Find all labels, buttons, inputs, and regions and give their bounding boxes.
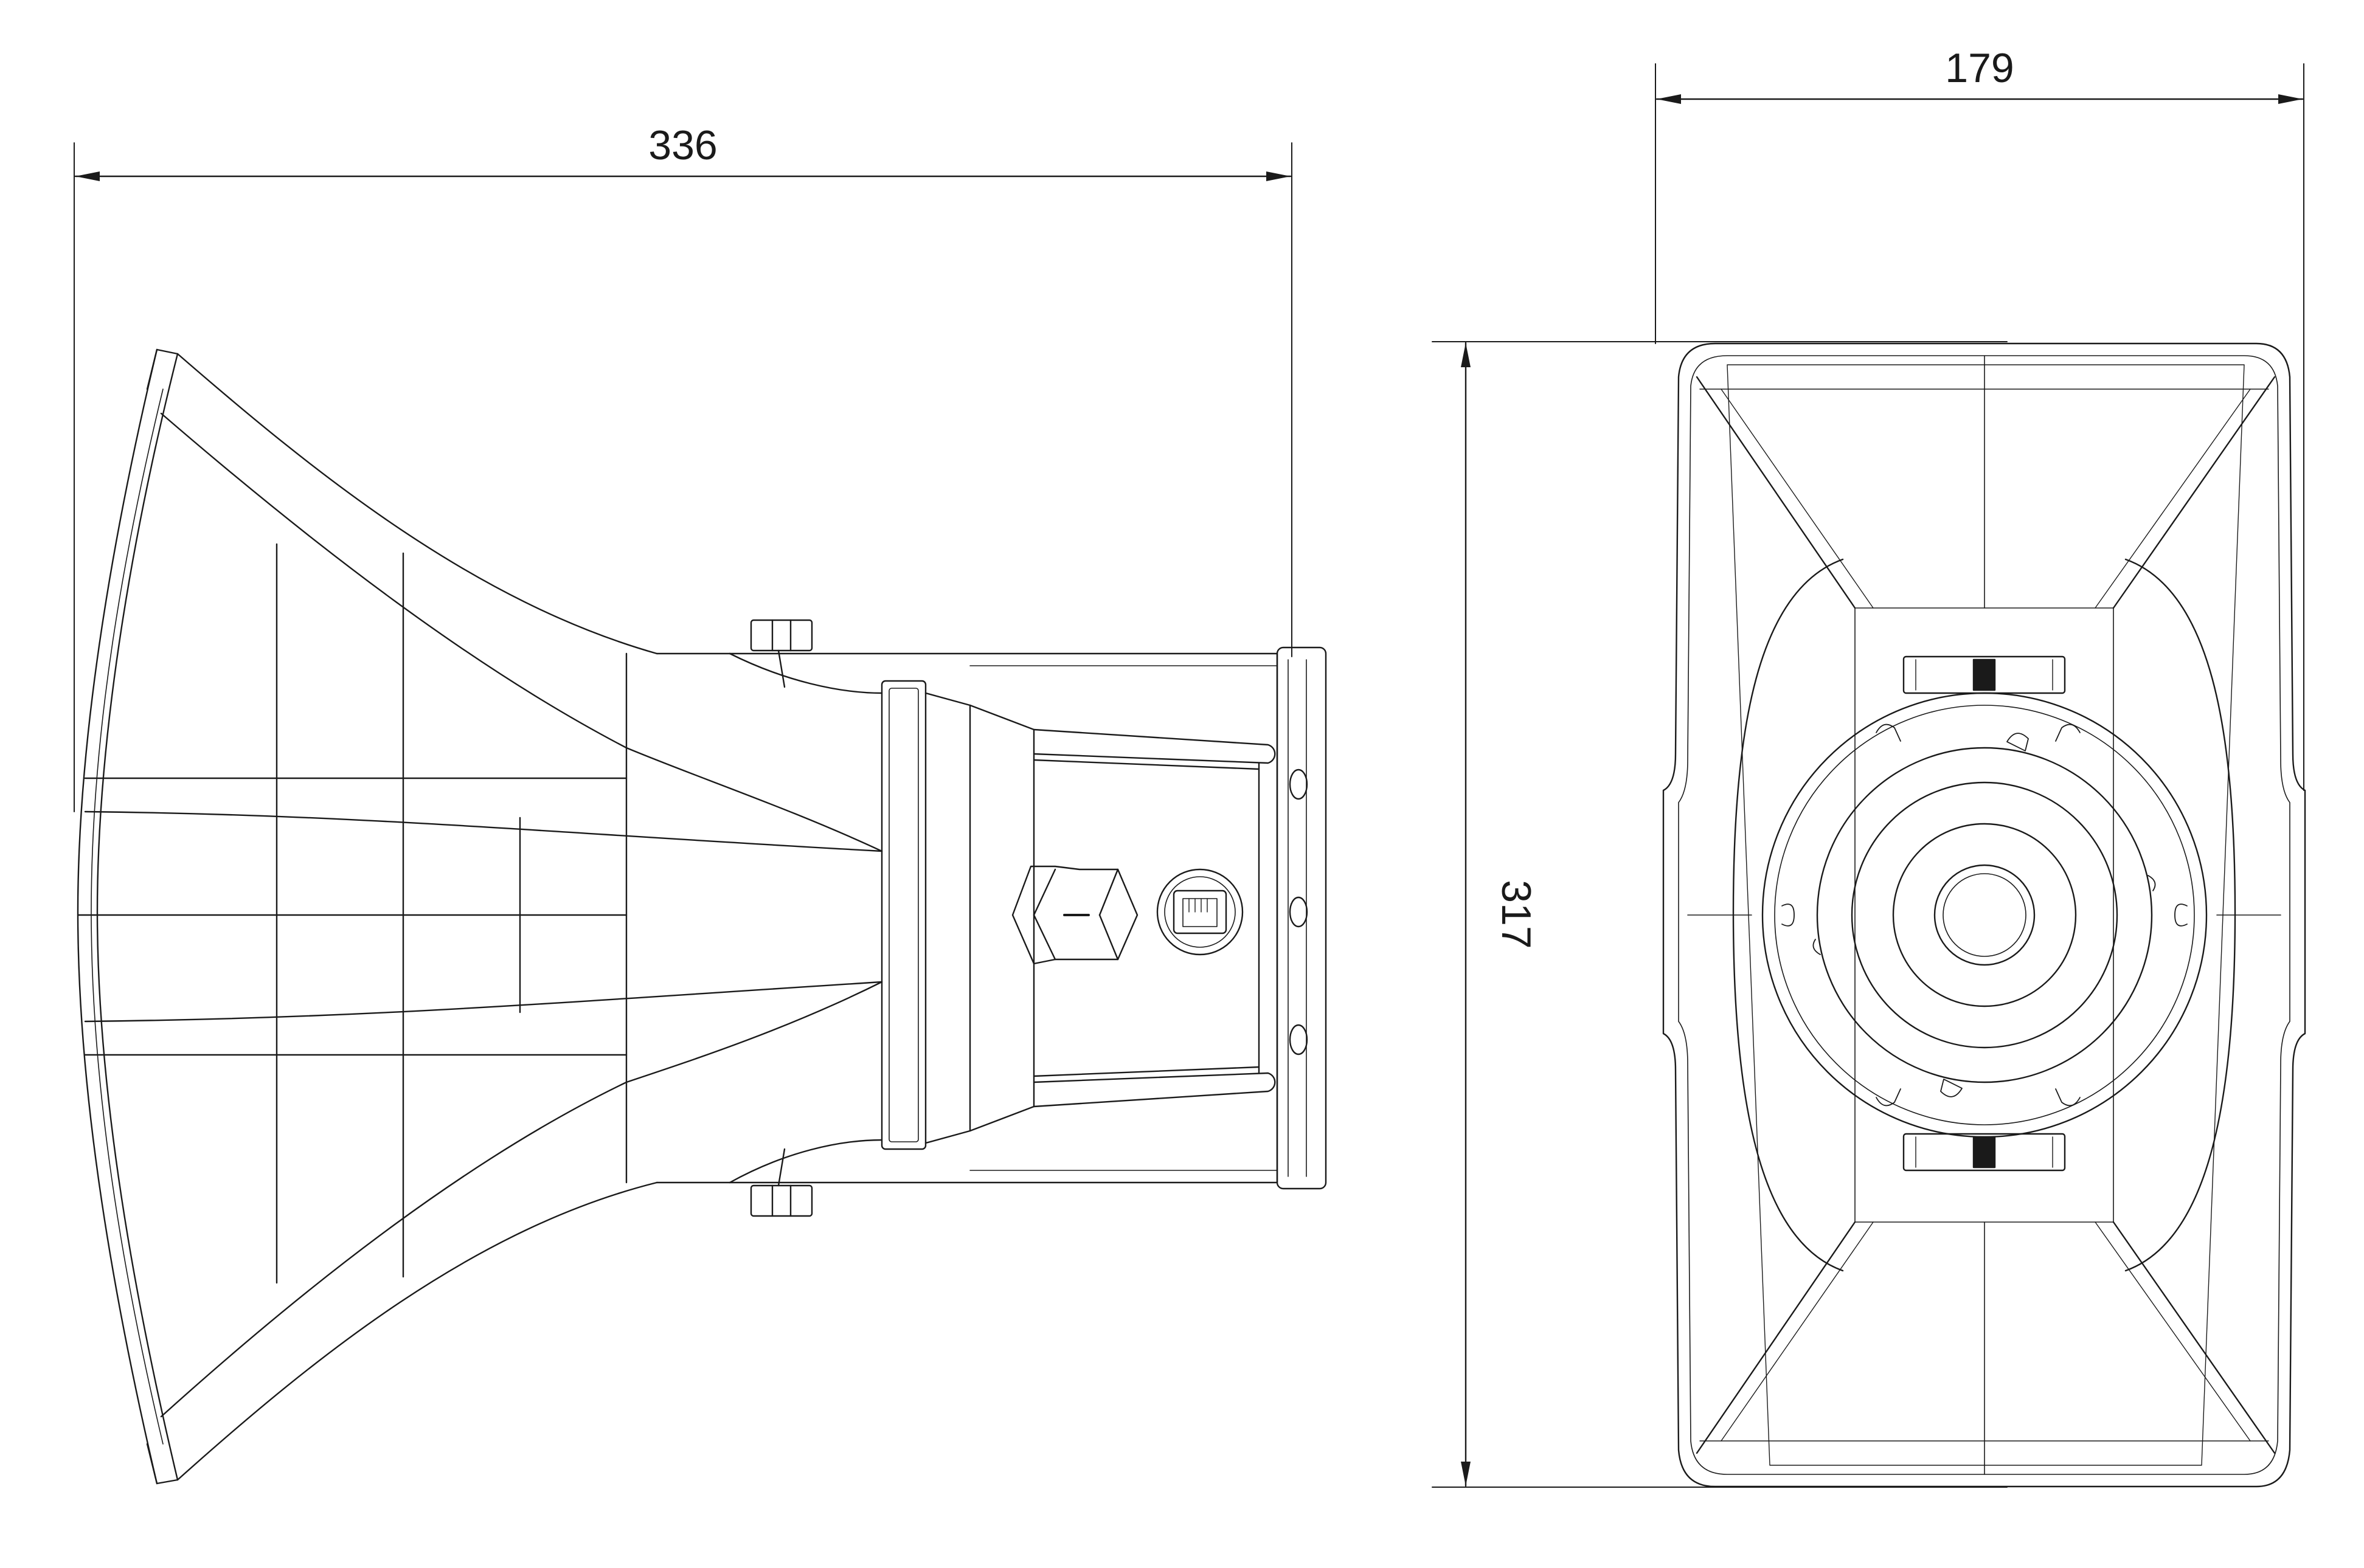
front-view-horn-speaker: [1662, 342, 2306, 1488]
ethernet-port-icon: [1156, 868, 1244, 956]
dimension-label-317: 317: [1493, 880, 1539, 948]
dimension-label-179: 179: [1945, 45, 2014, 91]
dimension-179: 179: [1655, 45, 2304, 791]
side-view-horn-speaker: [77, 348, 1327, 1485]
dimension-label-336: 336: [648, 122, 717, 168]
cable-gland-icon: [1011, 865, 1139, 965]
dimension-317: 317: [1432, 341, 2008, 1488]
dimension-336: 336: [74, 122, 1292, 812]
